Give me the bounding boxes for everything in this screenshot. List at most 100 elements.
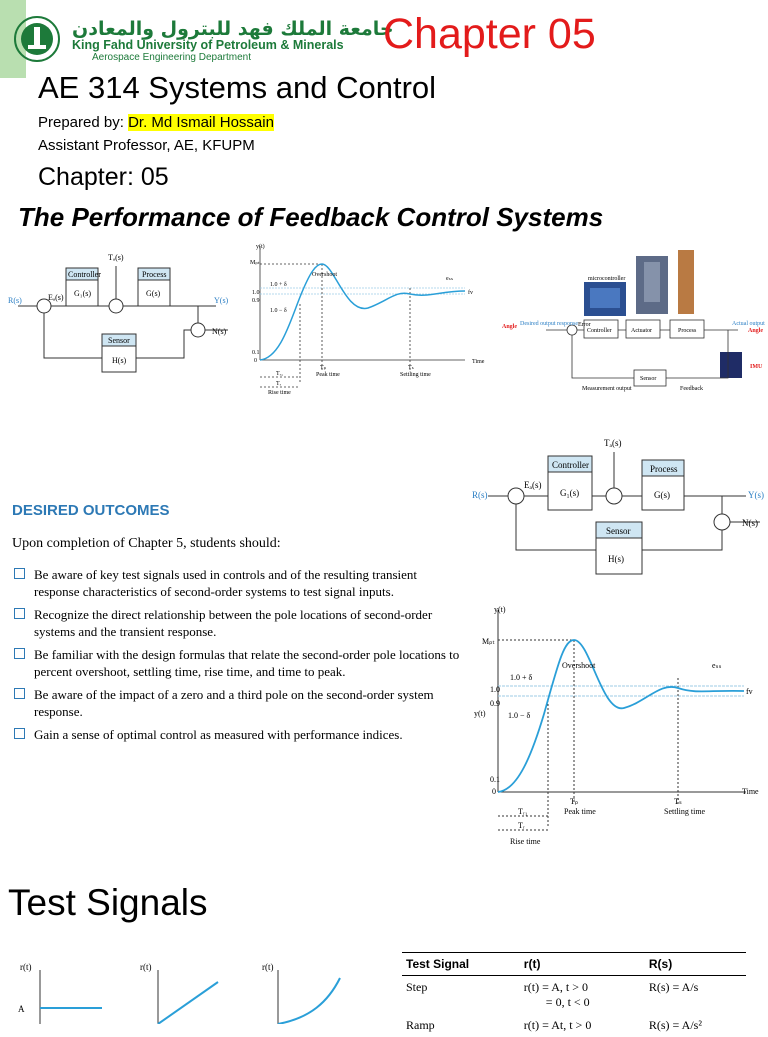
checkbox-bullet-icon	[14, 568, 25, 579]
bd-sensor-tf: H(s)	[112, 356, 127, 365]
slide-subtitle: The Performance of Feedback Control Syst…	[18, 202, 604, 232]
rp-l-fv: fv	[746, 687, 753, 696]
table-header-row: Test Signal r(t) R(s)	[402, 952, 746, 976]
checkbox-bullet-icon	[14, 688, 25, 699]
rp-s-tick-0: 0	[254, 358, 257, 364]
bdl-error: Eₐ(s)	[524, 480, 541, 490]
rp-l-risetime: Rise time	[510, 837, 541, 846]
bd-sensor: Sensor	[108, 336, 130, 345]
prepared-by: Prepared by: Dr. Md Ismail Hossain	[38, 114, 274, 131]
table-cell: r(t) = A, t > 0= 0, t < 0	[523, 980, 590, 1009]
rp-l-tick-01: 0.1	[490, 775, 500, 784]
block-diagram-small: R(s) Y(s) Controller G₁(s) Process G(s) …	[8, 253, 229, 373]
rp-s-ts: Tₛ	[408, 365, 414, 371]
rp-s-tick-1: 1.0	[252, 290, 260, 296]
rp-l-ess: eₛₛ	[712, 661, 722, 670]
ts-rt-3: r(t)	[262, 962, 274, 972]
bdl-output: Y(s)	[748, 490, 764, 500]
hardware-loop-diagram: Angle Desired output response Error Cont…	[502, 250, 765, 392]
response-plot-large: y(t) Mₚₜ Overshoot 1.0 + δ 1.0 − δ 1.0 0…	[474, 605, 759, 846]
rp-l-tick-0: 0	[492, 787, 496, 796]
rp-l-ylabel-side: y(t)	[474, 709, 486, 718]
rp-l-ylabel: y(t)	[494, 605, 506, 614]
logo-english-text: King Fahd University of Petroleum & Mine…	[72, 38, 344, 52]
list-item: Recognize the direct relationship betwee…	[12, 606, 460, 640]
table-header: r(t)	[519, 952, 645, 976]
list-item: Be familiar with the design formulas tha…	[12, 646, 460, 680]
hw-sensor-label: Sensor	[640, 376, 656, 382]
rp-l-upper: 1.0 + δ	[510, 673, 533, 682]
rp-s-settling: Settling time	[400, 372, 431, 378]
rp-l-peak: Peak time	[564, 807, 596, 816]
feedback-label: Feedback	[680, 386, 703, 392]
rp-l-tick-1: 1.0	[490, 685, 500, 694]
checkbox-bullet-icon	[14, 608, 25, 619]
ts-rt-1: r(t)	[20, 962, 32, 972]
list-item: Be aware of key test signals used in con…	[12, 566, 460, 600]
error-label: Error	[578, 322, 591, 328]
rp-s-fv: fv	[468, 289, 473, 296]
rp-s-peak: Peak time	[316, 372, 340, 378]
rp-s-tick-09: 0.9	[252, 298, 260, 304]
block-diagram-large: R(s) Y(s) Controller G₁(s) Process G(s) …	[472, 438, 764, 575]
outcomes-list: Be aware of key test signals used in con…	[12, 566, 460, 749]
bd-process-tf: G(s)	[146, 289, 161, 298]
angle-out-label: Angle	[748, 328, 763, 334]
bdl-input: R(s)	[472, 490, 488, 500]
rp-s-time: Time	[472, 359, 485, 365]
kfupm-logo-icon	[14, 16, 60, 62]
bd-controller-tf: G₁(s)	[74, 289, 91, 298]
checkbox-bullet-icon	[14, 648, 25, 659]
bd-process: Process	[142, 270, 166, 279]
ts-amp: A	[18, 1004, 25, 1014]
table-header: Test Signal	[402, 952, 520, 976]
rp-s-risetime: Rise time	[268, 390, 291, 396]
table-cell: Ramp	[406, 1018, 435, 1032]
angle-in-label: Angle	[502, 324, 517, 330]
outcomes-intro: Upon completion of Chapter 5, students s…	[12, 536, 281, 551]
table-cell: R(s) = A/s	[648, 980, 699, 994]
test-signals-heading: Test Signals	[8, 882, 208, 923]
rp-l-tp: Tₚ	[570, 797, 578, 806]
bdl-disturbance: Tₐ(s)	[604, 438, 621, 448]
rp-s-ylabel: y(t)	[256, 243, 265, 250]
actual-label: Actual output	[732, 321, 765, 327]
bd-controller: Controller	[68, 270, 101, 279]
rp-l-tr: Tᵣ	[518, 821, 525, 830]
bd-input: R(s)	[8, 296, 22, 305]
list-item: Gain a sense of optimal control as measu…	[12, 726, 460, 743]
rp-l-ts: Tₛ	[674, 797, 682, 806]
outcomes-heading: DESIRED OUTCOMES	[12, 502, 170, 519]
test-signal-plots: r(t) r(t) r(t) A	[18, 962, 341, 1024]
prepared-label: Prepared by:	[38, 114, 129, 131]
hw-controller-label: Controller	[587, 328, 612, 334]
chapter-label: Chapter: 05	[38, 163, 169, 191]
imu-photo-icon	[720, 352, 742, 378]
rp-s-tr1: Tᵣ₁	[276, 371, 283, 377]
rp-s-tp: Tₚ	[320, 365, 327, 371]
table-cell: R(s) = A/s²	[648, 1018, 702, 1032]
rp-s-tr: Tᵣ	[276, 381, 282, 387]
micro-label: microcontroller	[588, 276, 625, 282]
bdl-controller: Controller	[552, 460, 589, 470]
rp-s-overshoot: Overshoot	[312, 272, 337, 278]
hw-process-label: Process	[678, 328, 697, 334]
imu-label: IMU	[750, 364, 763, 370]
response-plot-small: y(t) Mₚₜ Overshoot 1.0 + δ 1.0 − δ 1.0 0…	[250, 243, 485, 396]
rp-l-settling: Settling time	[664, 807, 706, 816]
bdl-sensor-tf: H(s)	[608, 554, 624, 564]
rp-l-lower: 1.0 − δ	[508, 711, 531, 720]
test-signal-table: Test Signal r(t) R(s) Step r(t) = A, t >…	[402, 952, 746, 1037]
table-cell: r(t) = At, t > 0	[523, 1018, 592, 1032]
rp-s-tick-01: 0.1	[252, 350, 260, 356]
measurement-label: Measurement output	[582, 386, 632, 392]
desired-label: Desired output response	[520, 321, 578, 327]
rp-l-mp: Mₚₜ	[482, 637, 495, 646]
table-row: Step r(t) = A, t > 0= 0, t < 0 R(s) = A/…	[402, 976, 746, 1015]
course-title: AE 314 Systems and Control	[38, 70, 437, 105]
bd-error: Eₐ(s)	[48, 293, 64, 302]
list-item: Be aware of the impact of a zero and a t…	[12, 686, 460, 720]
bdl-process-tf: G(s)	[654, 490, 670, 500]
bdl-noise: N(s)	[742, 518, 758, 528]
checkbox-bullet-icon	[14, 728, 25, 739]
